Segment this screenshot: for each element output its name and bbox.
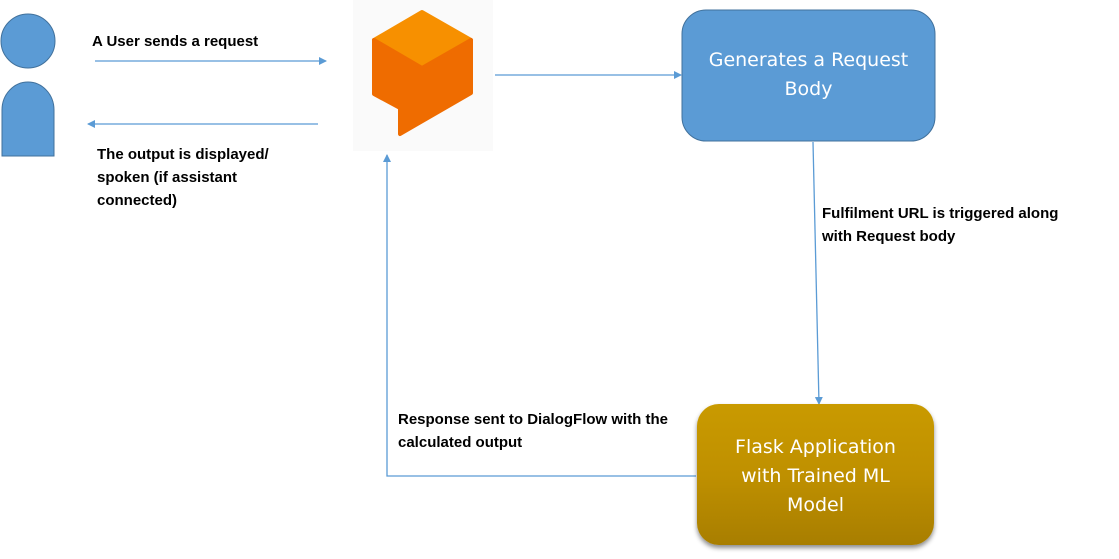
node-label-line: Body [784,78,833,100]
label-line: Fulfilment URL is triggered along [822,205,1059,222]
edge-request-body-to-flask [812,141,823,405]
user-actor [0,13,56,157]
dialogflow-node [353,0,493,151]
label-line: calculated output [398,434,523,451]
label-line: spoken (if assistant [97,169,238,186]
edge-flask-to-dialogflow [383,154,696,477]
request-body-label: Generates a Request Body [682,46,935,104]
label-line: with Request body [822,228,956,245]
flask-app-node [697,404,934,545]
edge-label-user-request: A User sends a request [92,33,259,50]
edge-label-output-displayed: The output is displayed/ spoken (if assi… [97,143,269,212]
edge-label-fulfilment: Fulfilment URL is triggered along with R… [822,202,1058,248]
node-label-line: Model [786,494,845,516]
person-body-icon [1,81,55,157]
flask-app-label: Flask Application with Trained ML Model [697,433,934,520]
node-label-line: with Trained ML [741,465,890,487]
dialogflow-logo-icon [372,10,473,136]
node-label-line: Generates a Request [708,49,909,71]
node-label-line: Flask Application [735,436,896,458]
request-body-node [681,9,936,142]
label-line: connected) [97,192,178,209]
edge-label-response: Response sent to DialogFlow with the cal… [398,408,668,454]
label-line: Response sent to DialogFlow with the [398,411,669,428]
person-head-icon [0,13,56,69]
label-line: The output is displayed/ [97,146,269,163]
